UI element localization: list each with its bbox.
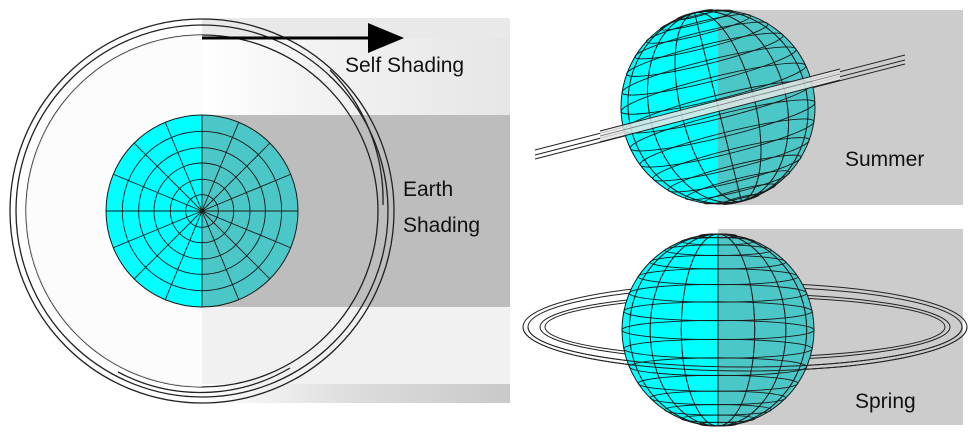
- meridian-line: [164, 122, 203, 212]
- earth-shading-label-line2: Shading: [403, 214, 480, 237]
- earth-globe-polar: [105, 114, 299, 308]
- meridian-line: [201, 210, 291, 249]
- spring-label: Spring: [855, 390, 916, 413]
- bottom-band: [202, 384, 510, 403]
- earth-shading-label-line1: Earth: [403, 178, 453, 201]
- self-shading-band-lower: [202, 307, 510, 384]
- meridian-line: [133, 210, 203, 280]
- meridian-line: [113, 210, 203, 249]
- self-shading-label: Self Shading: [345, 54, 464, 77]
- meridian-line: [201, 210, 240, 300]
- summer-ring-front: [599, 68, 841, 143]
- meridian-line: [201, 210, 271, 280]
- meridian-line: [201, 122, 240, 212]
- meridian-line: [201, 173, 291, 212]
- meridian-line: [113, 173, 203, 212]
- meridian-line: [164, 210, 203, 300]
- self-shading-band-top: [202, 18, 510, 38]
- spring-panel: Spring: [522, 229, 968, 427]
- summer-label: Summer: [845, 148, 924, 171]
- spring-ring-front: [522, 326, 968, 372]
- main-panel: Self Shading Earth Shading: [9, 18, 510, 404]
- meridian-line: [201, 142, 271, 212]
- summer-panel: Summer: [534, 9, 963, 205]
- meridian-line: [133, 142, 203, 212]
